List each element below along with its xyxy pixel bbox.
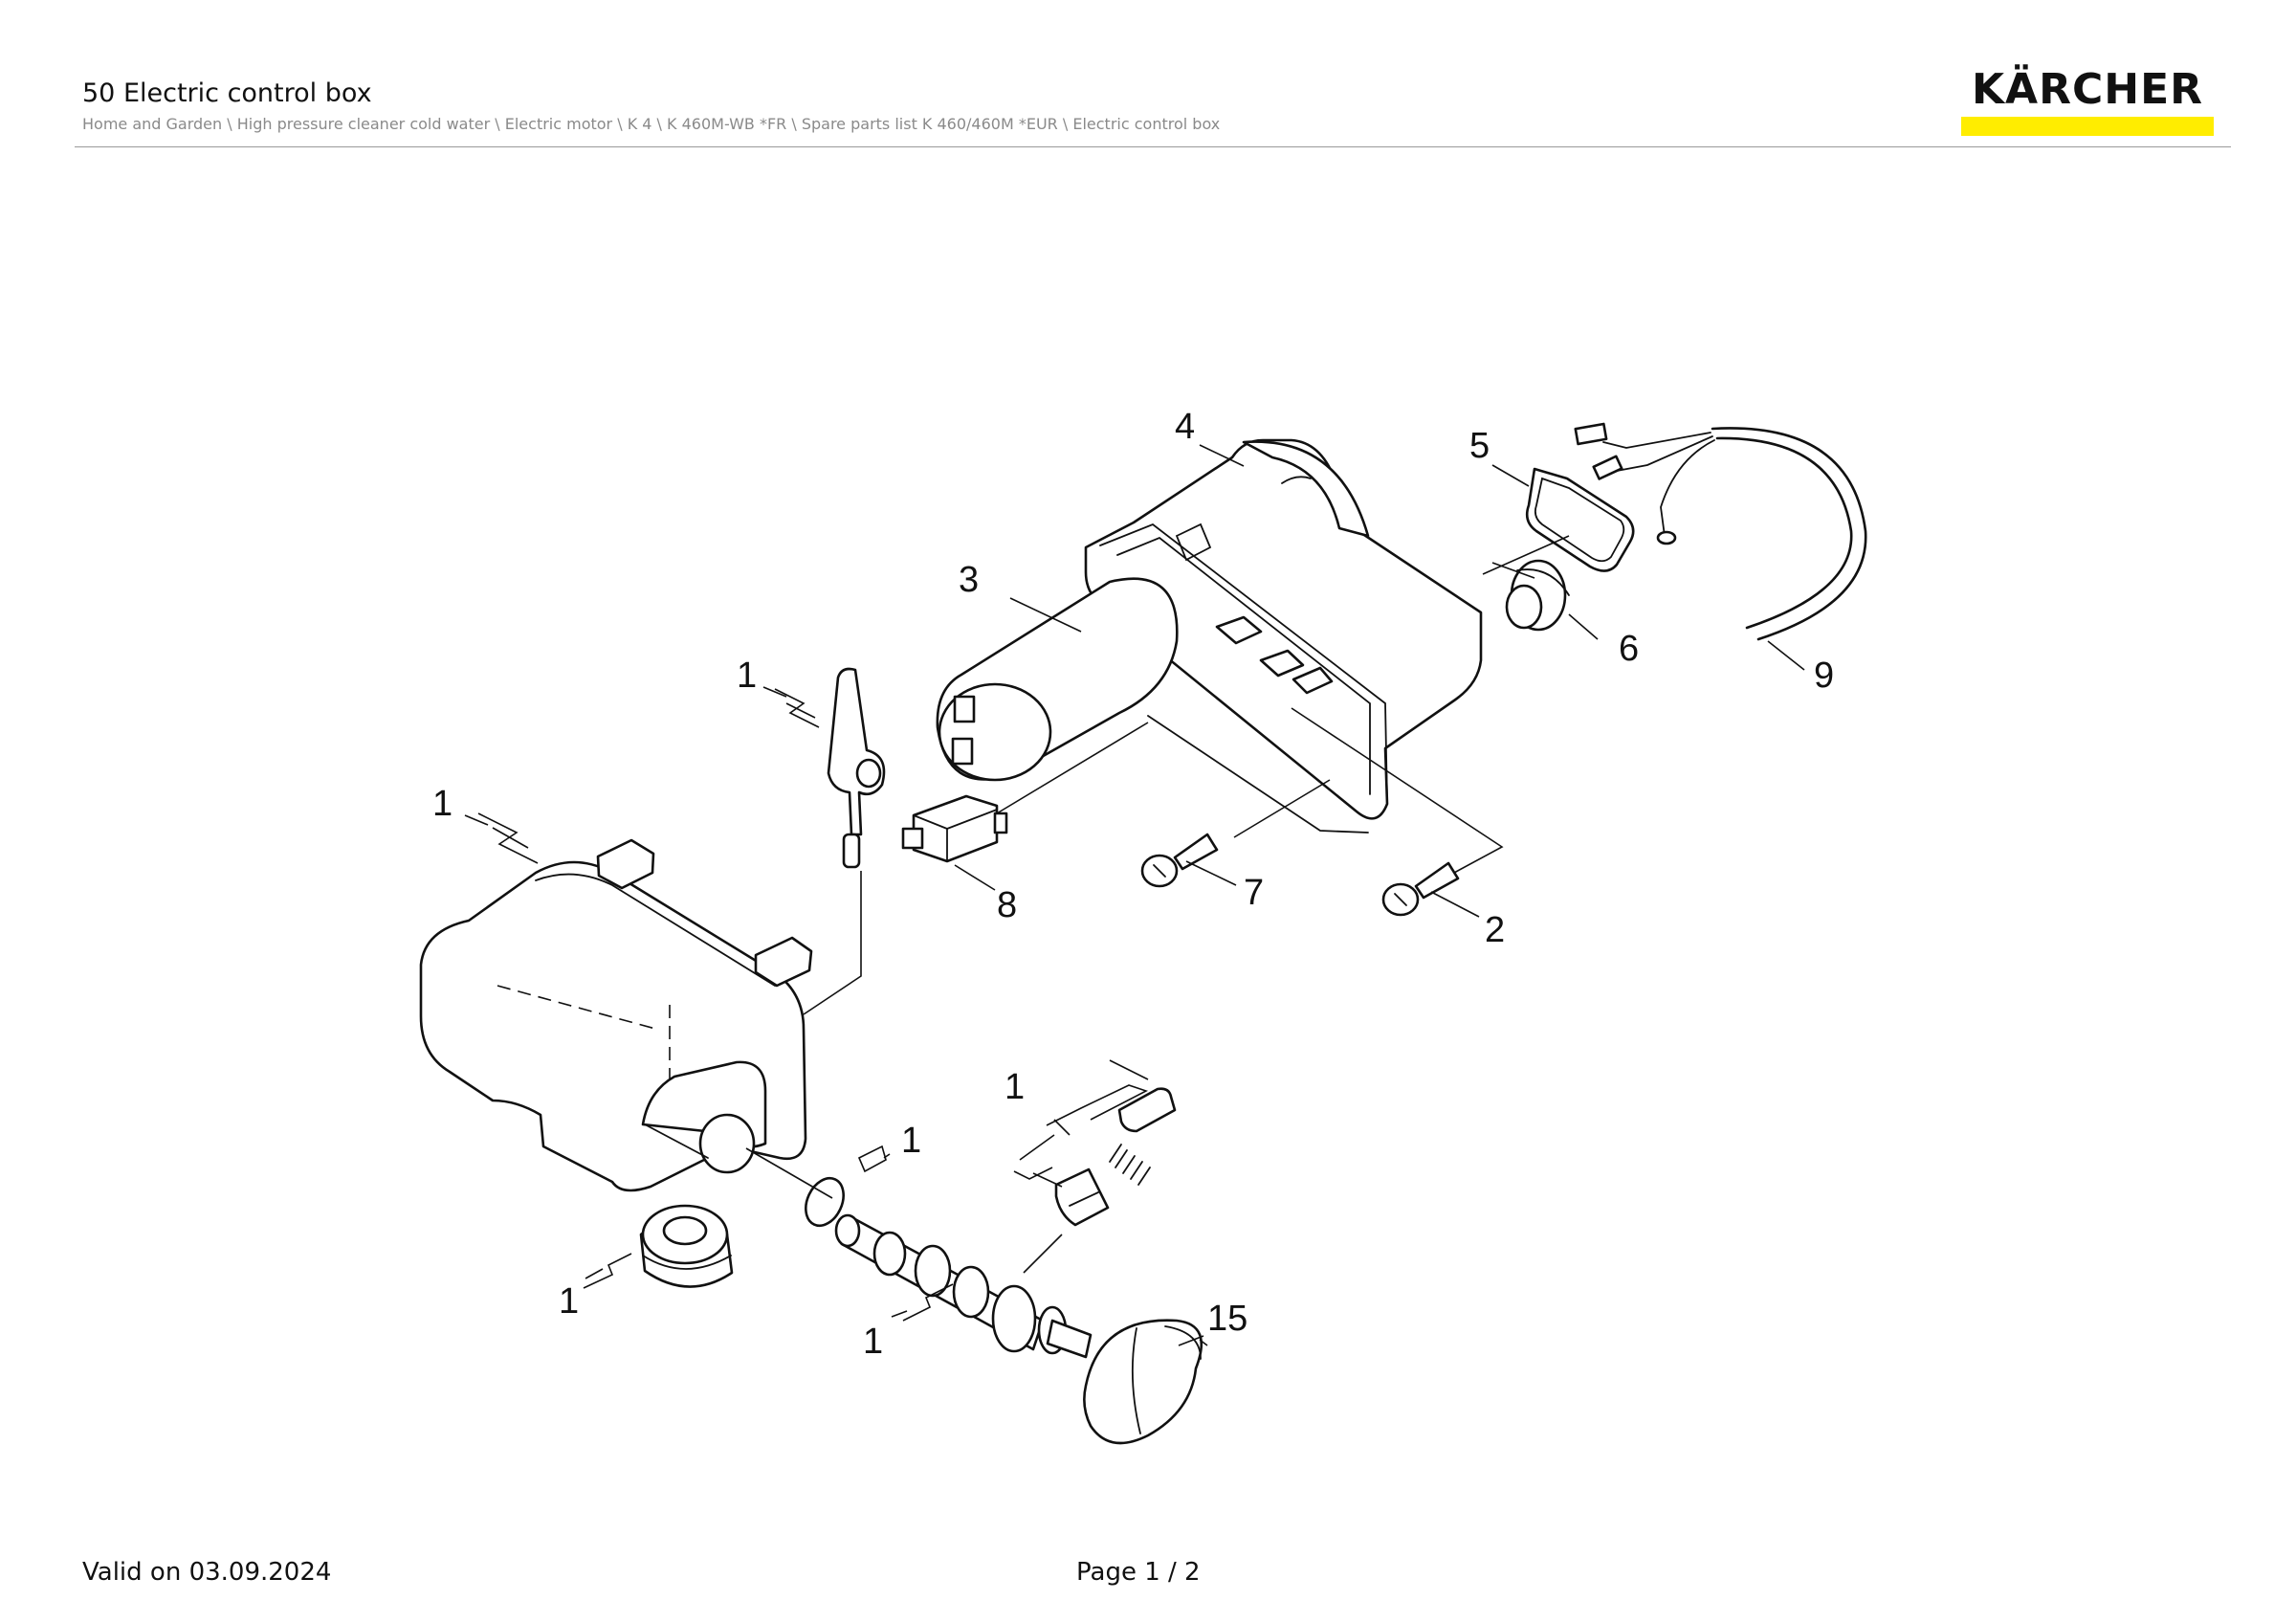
callout-5: 5: [1469, 426, 1490, 466]
callout-1-lever: 1: [737, 656, 757, 696]
callout-7: 7: [1244, 873, 1264, 913]
callout-1-grommet: 1: [559, 1281, 579, 1322]
karcher-logo: KÄRCHER: [1961, 65, 2214, 138]
logo-wordmark: KÄRCHER: [1971, 65, 2204, 114]
callout-1-spindle: 1: [863, 1322, 883, 1362]
part-1-switch-lever: [827, 667, 886, 869]
breadcrumb: Home and Garden \ High pressure cleaner …: [82, 115, 1221, 133]
part-3-capacitor: [936, 577, 1179, 782]
callout-9: 9: [1814, 656, 1834, 696]
callout-8: 8: [997, 885, 1017, 925]
part-6-grommet: [1505, 559, 1570, 632]
valid-date: Valid on 03.09.2024: [82, 1558, 332, 1587]
callout-1-spring: 1: [1004, 1067, 1025, 1107]
part-7-screw: [1140, 833, 1219, 888]
callout-1-housing: 1: [432, 784, 453, 824]
part-1-bottom-grommet: [639, 1204, 734, 1288]
part-5-gasket: [1525, 467, 1635, 572]
part-2-screw: [1381, 861, 1460, 917]
group-brackets: [477, 688, 1149, 1322]
callout-6: 6: [1619, 629, 1639, 669]
part-1-spindle: [834, 1213, 1093, 1359]
part-1-spring-pin: [1054, 1087, 1177, 1227]
callout-4: 4: [1175, 407, 1195, 447]
page-number: Page 1 / 2: [1076, 1558, 1201, 1587]
part-4-housing: [1084, 438, 1483, 834]
leader-lines: [464, 444, 1805, 1346]
part-9-cable: [1574, 422, 1867, 641]
part-8-connector: [901, 794, 1008, 863]
callout-1-oring: 1: [901, 1121, 921, 1161]
callout-2: 2: [1485, 910, 1505, 950]
callouts: 4 5 3 6 9 1 1 7 8 2 1 1 1 1 15: [432, 407, 1834, 1362]
callout-15: 15: [1207, 1299, 1247, 1339]
header-divider: [75, 146, 2231, 147]
callout-3: 3: [959, 560, 979, 600]
logo-yellow-bar: [1961, 117, 2214, 136]
part-15-knob: [1083, 1319, 1203, 1445]
main-housing: [419, 838, 813, 1192]
part-1-o-ring: [805, 1176, 845, 1228]
page-title: 50 Electric control box: [82, 78, 372, 108]
